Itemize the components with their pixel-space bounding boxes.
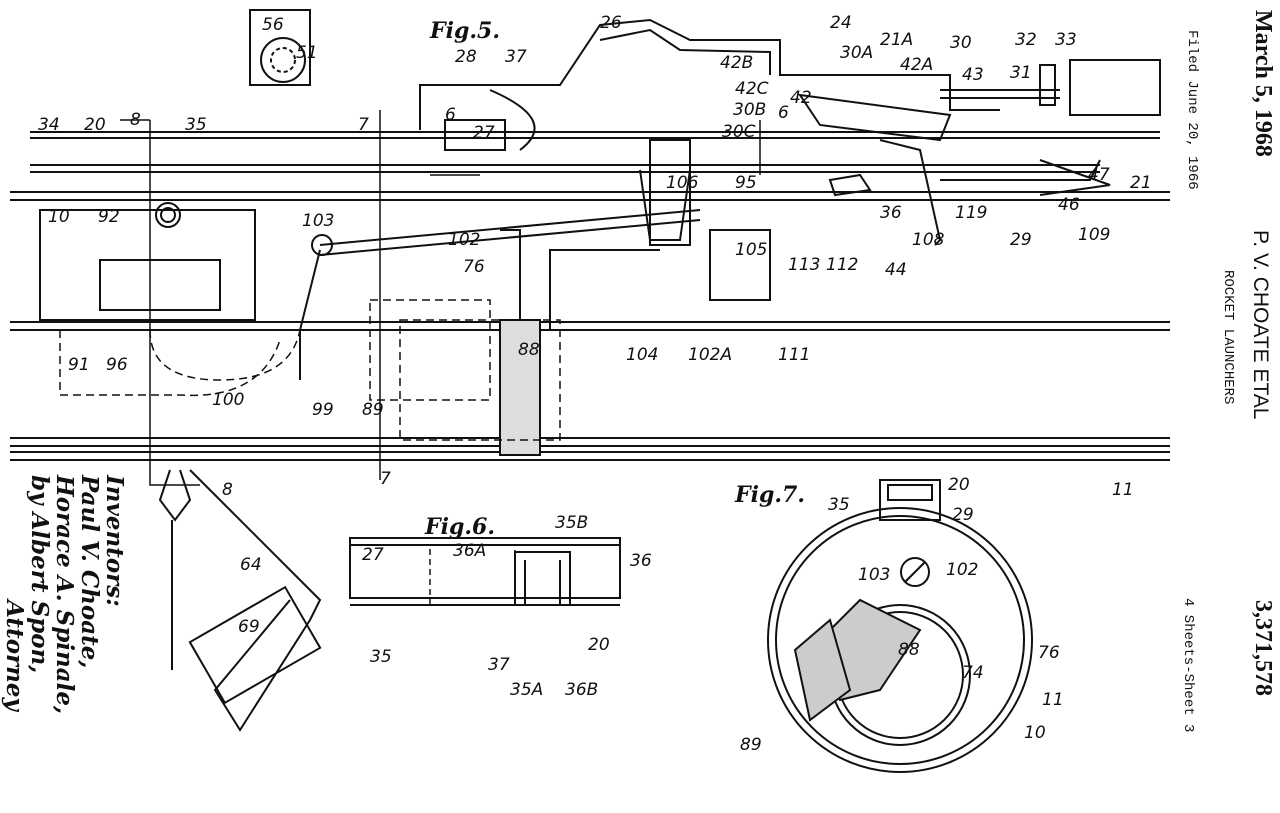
reference-numeral: 31: [1010, 63, 1032, 83]
reference-numeral: 30C: [722, 122, 756, 142]
reference-numeral: 35: [370, 647, 392, 667]
reference-numeral: 102: [946, 560, 978, 580]
reference-numeral: 6: [445, 105, 456, 125]
reference-numeral: 44: [885, 260, 907, 280]
inventor-1: Paul V. Choate,: [76, 475, 103, 669]
inventors-heading: Inventors:: [101, 475, 128, 607]
reference-numeral: 74: [962, 663, 984, 683]
reference-numeral: 46: [1058, 195, 1080, 215]
reference-numeral: 10: [1024, 723, 1046, 743]
inventor-2: Horace A. Spinale,: [51, 475, 78, 715]
reference-numeral: 21: [1130, 173, 1152, 193]
reference-numeral: 26: [600, 13, 622, 33]
reference-numeral: 8: [130, 110, 141, 130]
reference-numeral: 11: [1042, 690, 1064, 710]
reference-numeral: 88: [518, 340, 540, 360]
reference-numeral: 92: [98, 207, 120, 227]
reference-numeral: 95: [735, 173, 757, 193]
reference-numeral: 56: [262, 15, 284, 35]
reference-numeral: 6: [778, 103, 789, 123]
reference-numeral: 119: [955, 203, 987, 223]
reference-numeral: 113: [788, 255, 820, 275]
inventor-name: P. V. CHOATE ETAL: [1249, 230, 1272, 420]
reference-numeral: 42: [790, 88, 812, 108]
reference-numeral: 105: [735, 240, 767, 260]
reference-numeral: 89: [740, 735, 762, 755]
reference-numeral: 106: [666, 173, 699, 193]
reference-numeral: 43: [962, 65, 984, 85]
reference-numeral: 47: [1088, 165, 1110, 185]
reference-numeral: 88: [898, 640, 920, 660]
reference-numeral: 8: [222, 480, 233, 500]
reference-numeral: 30A: [840, 43, 873, 63]
reference-numeral: 29: [952, 505, 974, 525]
reference-numeral: 103: [858, 565, 890, 585]
reference-numeral: 37: [505, 47, 527, 67]
reference-numeral: 42C: [735, 79, 769, 99]
reference-numeral: 64: [240, 555, 262, 575]
reference-numeral: 89: [362, 400, 384, 420]
reference-numeral: 104: [626, 345, 658, 365]
reference-numeral: 32: [1015, 30, 1037, 50]
reference-numeral: 21A: [880, 30, 913, 50]
reference-numeral: 36: [880, 203, 902, 223]
reference-numeral: 20: [588, 635, 610, 655]
reference-numeral: 37: [488, 655, 510, 675]
reference-numeral: 109: [1078, 225, 1110, 245]
reference-numeral: 112: [826, 255, 858, 275]
reference-numeral: 96: [106, 355, 128, 375]
reference-numeral: 24: [830, 13, 852, 33]
reference-numeral: 36B: [565, 680, 598, 700]
reference-numeral: 100: [212, 390, 244, 410]
attorney-by: by Albert Spon,: [26, 475, 53, 674]
reference-numeral: 33: [1055, 30, 1077, 50]
reference-numeral: 102: [448, 230, 480, 250]
fig7-cross-section: [767, 479, 1033, 773]
reference-numeral: 35B: [555, 513, 588, 533]
fig6-title: Fig.6.: [424, 514, 495, 540]
reference-numeral: 35: [828, 495, 850, 515]
reference-numeral: 42A: [900, 55, 933, 75]
sheet-number: 4 Sheets-Sheet 3: [1180, 598, 1196, 733]
reference-numeral: 69: [238, 617, 260, 637]
reference-numeral: 99: [312, 400, 334, 420]
reference-numeral: 102A: [688, 345, 732, 365]
reference-numerals: 56 51 26 24 28 37 21A 30 32 33 30A 42B 42A 43 31 42C 42 3…: [38, 13, 1152, 755]
patent-date: March 5, 1968: [1250, 10, 1276, 157]
reference-numeral: 34: [38, 115, 60, 135]
fig6-detail: [349, 537, 621, 606]
reference-numeral: 36: [630, 551, 652, 571]
fig7-title: Fig.7.: [734, 482, 805, 508]
reference-numeral: 91: [68, 355, 90, 375]
reference-numeral: 7: [380, 469, 391, 489]
reference-numeral: 35A: [510, 680, 543, 700]
reference-numeral: 111: [778, 345, 810, 365]
reference-numeral: 30B: [733, 100, 766, 120]
reference-numeral: 30: [950, 33, 972, 53]
reference-numeral: 51: [296, 43, 318, 63]
reference-numeral: 29: [1010, 230, 1032, 250]
fig5-title: Fig.5.: [429, 18, 500, 44]
reference-numeral: 42B: [720, 53, 753, 73]
reference-numeral: 7: [358, 115, 369, 135]
reference-numeral: 103: [302, 211, 334, 231]
reference-numeral: 108: [912, 230, 945, 250]
reference-numeral: 28: [455, 47, 477, 67]
reference-numeral: 27: [362, 545, 384, 565]
reference-numeral: 20: [948, 475, 970, 495]
fig5-launcher-tube: [10, 9, 1170, 732]
reference-numeral: 27: [473, 123, 495, 143]
reference-numeral: 11: [1112, 480, 1134, 500]
reference-numeral: 76: [463, 257, 485, 277]
attorney-label: Attorney: [1, 600, 28, 711]
reference-numeral: 20: [84, 115, 106, 135]
reference-numeral: 76: [1038, 643, 1060, 663]
patent-number: 3,371,578: [1250, 600, 1276, 696]
reference-numeral: 36A: [453, 541, 486, 561]
reference-numeral: 10: [48, 207, 70, 227]
reference-numeral: 35: [185, 115, 207, 135]
filed-date: Filed June 20, 1966: [1184, 30, 1200, 190]
patent-title: ROCKET LAUNCHERS: [1220, 270, 1236, 405]
